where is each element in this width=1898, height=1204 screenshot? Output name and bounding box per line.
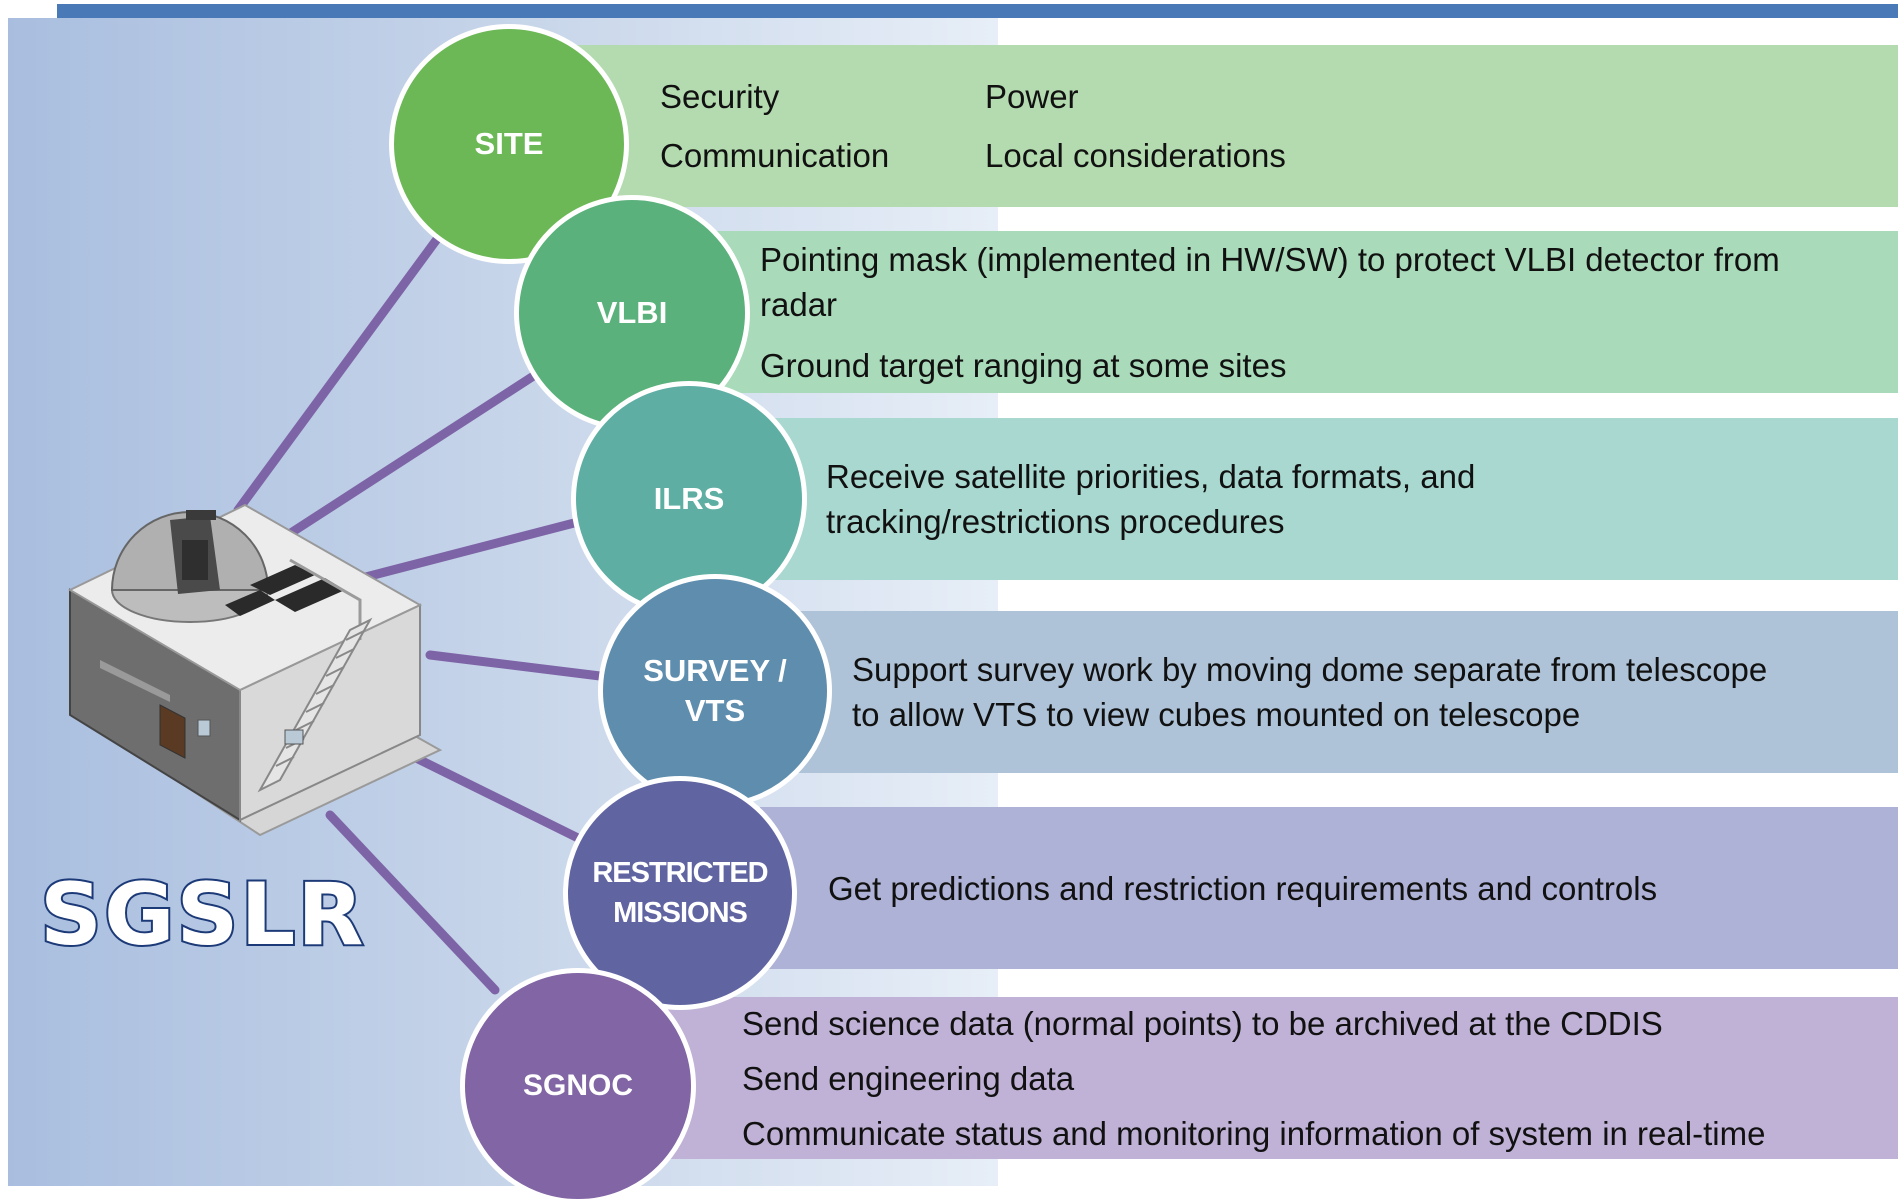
- top-accent-bar: [57, 4, 1898, 18]
- ilrs-circle-label: ILRS: [653, 481, 725, 516]
- ilrs-details-band: Receive satellite priorities, data forma…: [760, 418, 1898, 580]
- survey-circle-label-line2: VTS: [684, 693, 746, 728]
- connector-site: [233, 230, 445, 515]
- vlbi-item-1-cont: radar: [760, 285, 838, 323]
- ilrs-item-1-cont: tracking/restrictions procedures: [826, 503, 1285, 540]
- vlbi-circle-label: VLBI: [596, 295, 668, 330]
- survey-item-1: Support survey work by moving dome separ…: [852, 651, 1768, 688]
- sgnoc-circle-label: SGNOC: [522, 1069, 633, 1102]
- site-item-security: Security: [660, 78, 780, 115]
- site-item-communication: Communication: [660, 137, 890, 174]
- survey-circle-label-line1: SURVEY /: [643, 653, 787, 688]
- missions-circle-label-line1: RESTRICTED: [592, 857, 768, 889]
- site-circle-label: SITE: [474, 126, 544, 161]
- sgnoc-item-2: Send engineering data: [742, 1059, 1075, 1097]
- connector-ilrs: [330, 517, 583, 590]
- connector-vlbi: [275, 370, 540, 545]
- site-item-local: Local considerations: [985, 137, 1286, 174]
- sgnoc-item-1: Send science data (normal points) to be …: [742, 1004, 1663, 1042]
- survey-circle: SURVEY / VTS: [598, 574, 832, 808]
- missions-item-1: Get predictions and restriction requirem…: [828, 869, 1658, 907]
- vlbi-item-2: Ground target ranging at some sites: [760, 346, 1287, 384]
- site-details-band: Security Power Communication Local consi…: [560, 45, 1898, 207]
- survey-details-band: Support survey work by moving dome separ…: [790, 611, 1898, 773]
- connector-survey: [425, 650, 605, 681]
- background-right-panel: [998, 18, 1898, 1186]
- missions-circle-label-line2: MISSIONS: [613, 897, 748, 929]
- sgnoc-details-band: Send science data (normal points) to be …: [640, 997, 1898, 1159]
- sgslr-title: SGSLR: [38, 863, 366, 967]
- vlbi-details-band: Pointing mask (implemented in HW/SW) to …: [700, 231, 1898, 393]
- sgnoc-item-3: Communicate status and monitoring inform…: [742, 1114, 1766, 1152]
- sgnoc-circle: SGNOC: [460, 968, 696, 1204]
- observatory-building-illustration: [67, 503, 443, 837]
- missions-details-band: Get predictions and restriction requirem…: [760, 807, 1898, 969]
- vlbi-item-1: Pointing mask (implemented in HW/SW) to …: [760, 240, 1780, 278]
- ilrs-item-1: Receive satellite priorities, data forma…: [826, 458, 1476, 495]
- site-item-power: Power: [985, 78, 1079, 115]
- survey-item-1-cont: to allow VTS to view cubes mounted on te…: [852, 696, 1581, 733]
- connector-missions: [405, 750, 583, 843]
- connector-sgnoc: [325, 810, 500, 995]
